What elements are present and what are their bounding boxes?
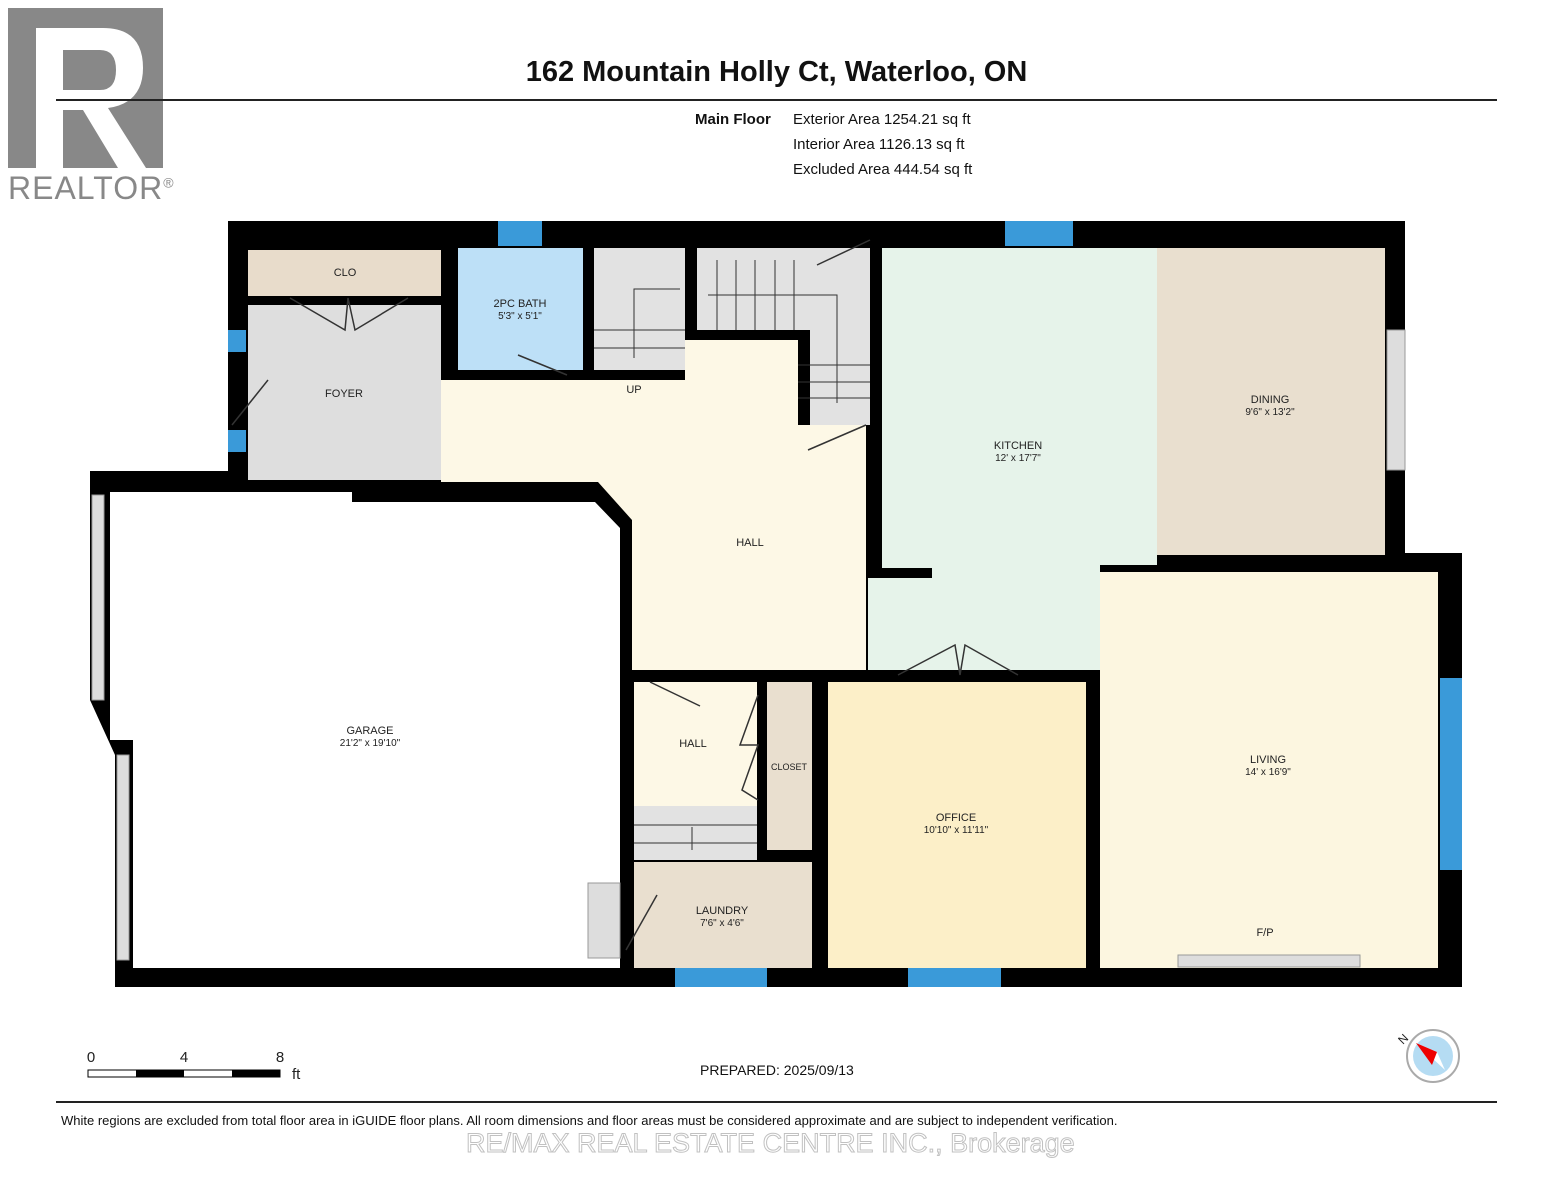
label-garage: GARAGE [346,725,393,737]
room-kitchen [868,248,1157,670]
label-hall: HALL [736,537,764,549]
dims-garage: 21'2" x 19'10" [340,738,401,749]
scale-unit: ft [292,1066,301,1083]
label-laundry: LAUNDRY [696,905,749,917]
room-bath [458,248,583,370]
room-living [1100,572,1438,968]
brokerage-watermark: RE/MAX REAL ESTATE CENTRE INC., Brokerag… [466,1128,1076,1159]
dims-laundry: 7'6" x 4'6" [700,918,744,929]
exterior-area: Exterior Area 1254.21 sq ft [793,111,971,128]
footer-divider [56,1101,1497,1103]
room-hall [441,340,866,670]
stairs-down [634,806,757,860]
scale-tick-8: 8 [276,1049,284,1066]
dims-living: 14' x 16'9" [1245,767,1291,778]
label-hall2: HALL [679,738,707,750]
area-summary: Exterior Area 1254.21 sq ft Interior Are… [793,107,972,182]
room-laundry [634,862,812,968]
room-office [828,682,1086,968]
scale-tick-4: 4 [180,1049,188,1066]
stairs-up-left [594,248,685,370]
windows [228,221,1462,987]
dims-bath: 5'3" x 5'1" [498,311,542,322]
interior-area: Interior Area 1126.13 sq ft [793,136,965,153]
title-divider [56,99,1497,101]
stairs-landing [810,248,870,425]
label-office: OFFICE [936,812,976,824]
scale-bar: 0 4 8 ft [87,1049,301,1083]
label-closet: CLOSET [771,762,808,772]
stair-lines [594,260,870,850]
dims-dining: 9'6" x 13'2" [1245,407,1295,418]
prepared-date: PREPARED: 2025/09/13 [700,1062,854,1078]
label-living: LIVING [1250,754,1286,766]
scale-tick-0: 0 [87,1049,95,1066]
logo-text: REALTOR [8,170,164,206]
room-dining [1157,248,1385,555]
excluded-area: Excluded Area 444.54 sq ft [793,161,973,178]
page-title: 162 Mountain Holly Ct, Waterloo, ON [525,56,1028,88]
label-up: UP [626,384,641,396]
dims-kitchen: 12' x 17'7" [995,453,1041,464]
doors [231,239,1019,951]
realtor-wordmark: REALTOR® [8,170,175,207]
disclaimer: White regions are excluded from total fl… [61,1113,1118,1128]
label-bath: 2PC BATH [494,298,547,310]
realtor-r-icon [8,8,163,168]
room-foyer [248,305,441,480]
room-garage [110,492,620,968]
label-clo: CLO [334,267,357,279]
label-foyer: FOYER [325,388,363,400]
logo-mark: ® [163,174,175,191]
label-kitchen: KITCHEN [994,440,1042,452]
floor-label: Main Floor [695,111,771,128]
label-fp: F/P [1256,927,1273,939]
room-hall2 [634,682,757,806]
label-dining: DINING [1251,394,1290,406]
white-windows [91,329,1406,968]
dims-office: 10'10" x 11'11" [924,825,989,836]
realtor-logo [8,8,163,168]
room-clo [248,250,441,296]
room-closet [767,682,812,850]
compass-icon: N [1395,1029,1460,1083]
